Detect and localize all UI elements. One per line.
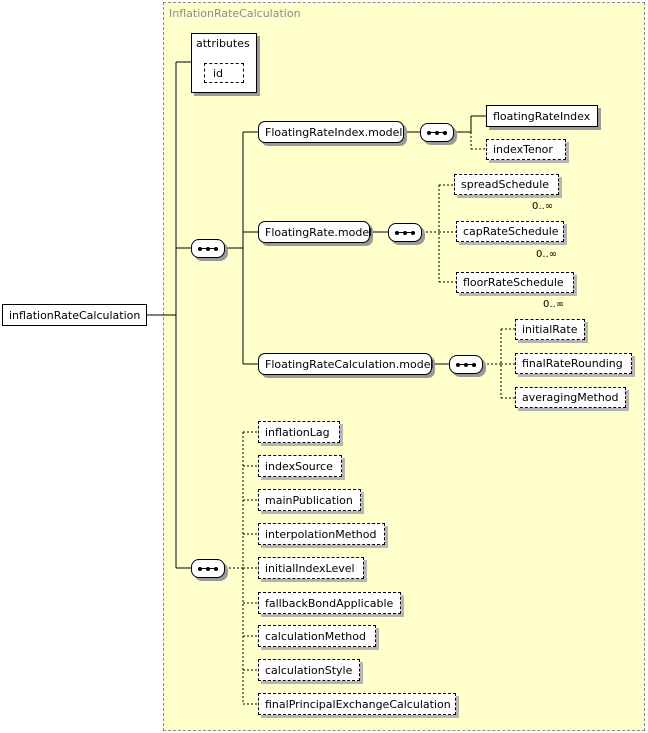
cardinality-floor-rate-schedule: 0..∞ [543, 299, 565, 310]
complex-type-title: InflationRateCalculation [169, 7, 301, 20]
element-interpolation-method[interactable]: interpolationMethod [258, 523, 385, 545]
element-inflation-lag[interactable]: inflationLag [258, 421, 340, 443]
sequence-compositor-floating-rate-calculation[interactable] [449, 355, 483, 374]
element-initial-rate[interactable]: initialRate [515, 319, 585, 340]
sequence-compositor-elements[interactable] [191, 559, 225, 578]
sequence-compositor-floating-rate-index[interactable] [420, 123, 454, 142]
element-spread-schedule[interactable]: spreadSchedule [454, 174, 559, 195]
element-floor-rate-schedule[interactable]: floorRateSchedule [456, 272, 574, 293]
element-index-tenor[interactable]: indexTenor [486, 139, 566, 160]
element-initial-index-level[interactable]: initialIndexLevel [258, 557, 364, 579]
group-floating-rate-model[interactable]: FloatingRate.model [258, 221, 372, 243]
element-calculation-method[interactable]: calculationMethod [258, 625, 376, 647]
group-floating-rate-index-model[interactable]: FloatingRateIndex.model [258, 121, 404, 143]
element-final-principal-exchange-calculation[interactable]: finalPrincipalExchangeCalculation [258, 693, 456, 715]
element-final-rate-rounding[interactable]: finalRateRounding [515, 353, 632, 374]
element-calculation-style[interactable]: calculationStyle [258, 659, 360, 681]
cardinality-spread-schedule: 0..∞ [532, 201, 554, 212]
element-index-source[interactable]: indexSource [258, 455, 342, 477]
attributes-box: attributes id [191, 33, 257, 93]
group-floating-rate-calculation-model[interactable]: FloatingRateCalculation.model [258, 353, 434, 375]
sequence-compositor-models[interactable] [191, 239, 225, 258]
element-main-publication[interactable]: mainPublication [258, 489, 361, 511]
sequence-compositor-floating-rate[interactable] [388, 223, 422, 242]
element-fallback-bond-applicable[interactable]: fallbackBondApplicable [258, 592, 401, 614]
element-averaging-method[interactable]: averagingMethod [515, 387, 626, 408]
attributes-label: attributes [196, 37, 250, 50]
element-cap-rate-schedule[interactable]: capRateSchedule [456, 221, 564, 242]
element-floating-rate-index[interactable]: floatingRateIndex [486, 105, 598, 127]
attribute-id[interactable]: id [204, 63, 244, 83]
cardinality-cap-rate-schedule: 0..∞ [536, 249, 558, 260]
root-element[interactable]: inflationRateCalculation [2, 304, 147, 326]
